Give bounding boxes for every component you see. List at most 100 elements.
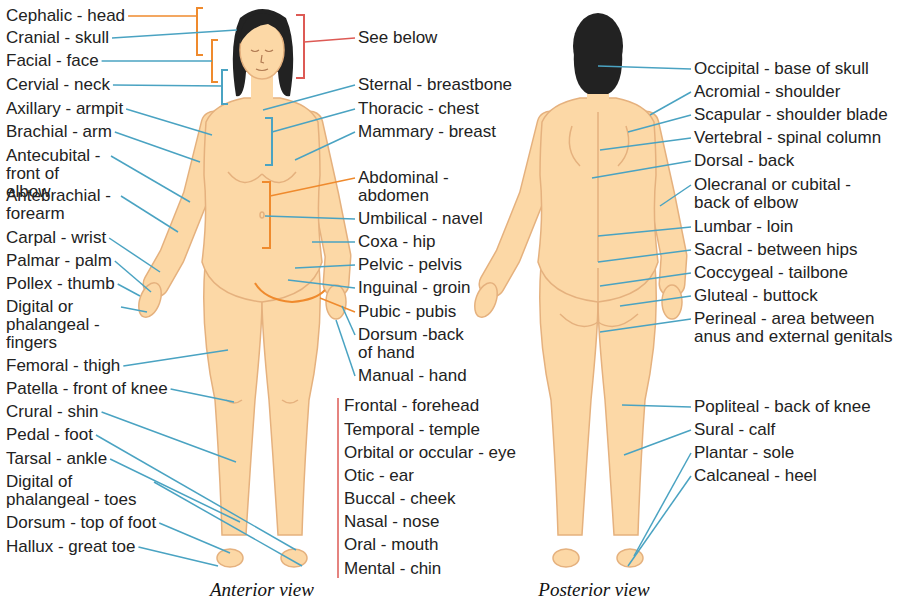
region-label: Hallux - great toe bbox=[6, 538, 135, 556]
leader-line bbox=[650, 92, 691, 115]
region-label: Inguinal - groin bbox=[358, 279, 470, 297]
leader-line bbox=[598, 66, 691, 69]
leader-line bbox=[115, 132, 200, 162]
leader-line bbox=[265, 216, 355, 219]
leader-line bbox=[336, 320, 355, 376]
leader-line bbox=[660, 185, 691, 206]
leader-line bbox=[154, 482, 302, 566]
leader-line bbox=[102, 412, 236, 462]
region-label: Tarsal - ankle bbox=[6, 450, 107, 468]
leader-line bbox=[118, 284, 140, 296]
region-label: Sural - calf bbox=[694, 421, 775, 439]
face-region-label: Frontal - forehead bbox=[344, 397, 479, 415]
leader-line bbox=[109, 238, 160, 272]
face-region-label: Otic - ear bbox=[344, 467, 414, 485]
leader-line bbox=[622, 405, 691, 407]
leader-line bbox=[342, 306, 355, 335]
leader-line bbox=[112, 30, 237, 38]
region-label: Digital or phalangeal - fingers bbox=[6, 298, 118, 352]
region-label: Olecranal or cubital - back of elbow bbox=[694, 176, 874, 212]
region-label: Coxa - hip bbox=[358, 233, 435, 251]
posterior-body bbox=[470, 72, 682, 567]
anterior-details bbox=[226, 172, 298, 403]
leader-line bbox=[628, 476, 691, 566]
region-label: Sacral - between hips bbox=[694, 241, 857, 259]
anterior-body bbox=[134, 72, 346, 567]
region-label: Pubic - pubis bbox=[358, 303, 456, 321]
leader-line bbox=[115, 261, 151, 292]
face-region-label: Oral - mouth bbox=[344, 536, 438, 554]
region-label: Palmar - palm bbox=[6, 252, 112, 270]
region-label: Sternal - breastbone bbox=[358, 76, 512, 94]
leader-line bbox=[270, 178, 355, 196]
leader-line bbox=[123, 350, 228, 366]
region-label: Gluteal - buttock bbox=[694, 287, 818, 305]
leader-line bbox=[598, 227, 691, 236]
region-label: Manual - hand bbox=[358, 367, 467, 385]
leader-line bbox=[634, 453, 691, 556]
leader-line bbox=[263, 85, 355, 110]
leader-line bbox=[592, 161, 691, 178]
face-region-label: Nasal - nose bbox=[344, 513, 439, 531]
region-label: Pedal - foot bbox=[6, 426, 93, 444]
region-label: Facial - face bbox=[6, 52, 99, 70]
region-label: Antebrachial - forearm bbox=[6, 187, 118, 223]
leader-line bbox=[598, 250, 691, 262]
hair bbox=[574, 50, 622, 94]
leader-line bbox=[620, 296, 691, 306]
region-label: Thoracic - chest bbox=[358, 100, 479, 118]
hair bbox=[240, 13, 285, 44]
leader-line bbox=[171, 389, 234, 402]
leader-line bbox=[121, 196, 178, 232]
leader-line bbox=[304, 38, 355, 42]
brackets bbox=[197, 8, 338, 578]
region-label: Abdominal - abdomen bbox=[358, 169, 458, 205]
leader-line bbox=[121, 307, 147, 312]
leader-line bbox=[600, 319, 691, 332]
region-label: Lumbar - loin bbox=[694, 218, 793, 236]
region-label: Cephalic - head bbox=[6, 7, 125, 25]
region-label: Vertebral - spinal column bbox=[694, 129, 881, 147]
region-label: Pollex - thumb bbox=[6, 275, 115, 293]
region-label: See below bbox=[358, 29, 437, 47]
view-caption: Posterior view bbox=[538, 580, 649, 600]
posterior-details bbox=[560, 112, 638, 327]
face-region-label: Buccal - cheek bbox=[344, 490, 456, 508]
leader-line bbox=[272, 109, 355, 132]
leader-line bbox=[113, 85, 222, 86]
region-label: Plantar - sole bbox=[694, 444, 794, 462]
leader-line bbox=[159, 523, 230, 553]
region-label: Cervial - neck bbox=[6, 76, 110, 94]
region-label: Dorsum - top of foot bbox=[6, 514, 156, 532]
leader-line bbox=[128, 15, 197, 17]
leader-line bbox=[102, 60, 212, 62]
face-region-label: Orbital or occular - eye bbox=[344, 444, 516, 462]
region-label: Pelvic - pelvis bbox=[358, 256, 462, 274]
leader-line bbox=[126, 109, 212, 135]
leader-line bbox=[312, 241, 355, 243]
view-caption: Anterior view bbox=[210, 580, 314, 600]
region-label: Mammary - breast bbox=[358, 123, 496, 141]
region-label: Occipital - base of skull bbox=[694, 60, 869, 78]
region-label: Dorsal - back bbox=[694, 152, 794, 170]
region-label: Dorsum -back of hand bbox=[358, 326, 473, 362]
face-region-label: Mental - chin bbox=[344, 560, 441, 578]
leader-line bbox=[138, 547, 218, 566]
leader-line bbox=[320, 298, 355, 312]
region-label: Femoral - thigh bbox=[6, 357, 120, 375]
face-features bbox=[251, 50, 273, 71]
region-label: Carpal - wrist bbox=[6, 229, 106, 247]
region-label: Brachial - arm bbox=[6, 123, 112, 141]
region-label: Crural - shin bbox=[6, 403, 99, 421]
leader-line bbox=[624, 430, 691, 455]
leader-line bbox=[111, 156, 190, 202]
region-label: Coccygeal - tailbone bbox=[694, 264, 848, 282]
region-label: Scapular - shoulder blade bbox=[694, 106, 888, 124]
face-region-label: Temporal - temple bbox=[344, 421, 480, 439]
region-label: Calcaneal - heel bbox=[694, 467, 817, 485]
leader-line bbox=[628, 115, 691, 132]
region-label: Acromial - shoulder bbox=[694, 83, 840, 101]
leader-line bbox=[600, 273, 691, 286]
